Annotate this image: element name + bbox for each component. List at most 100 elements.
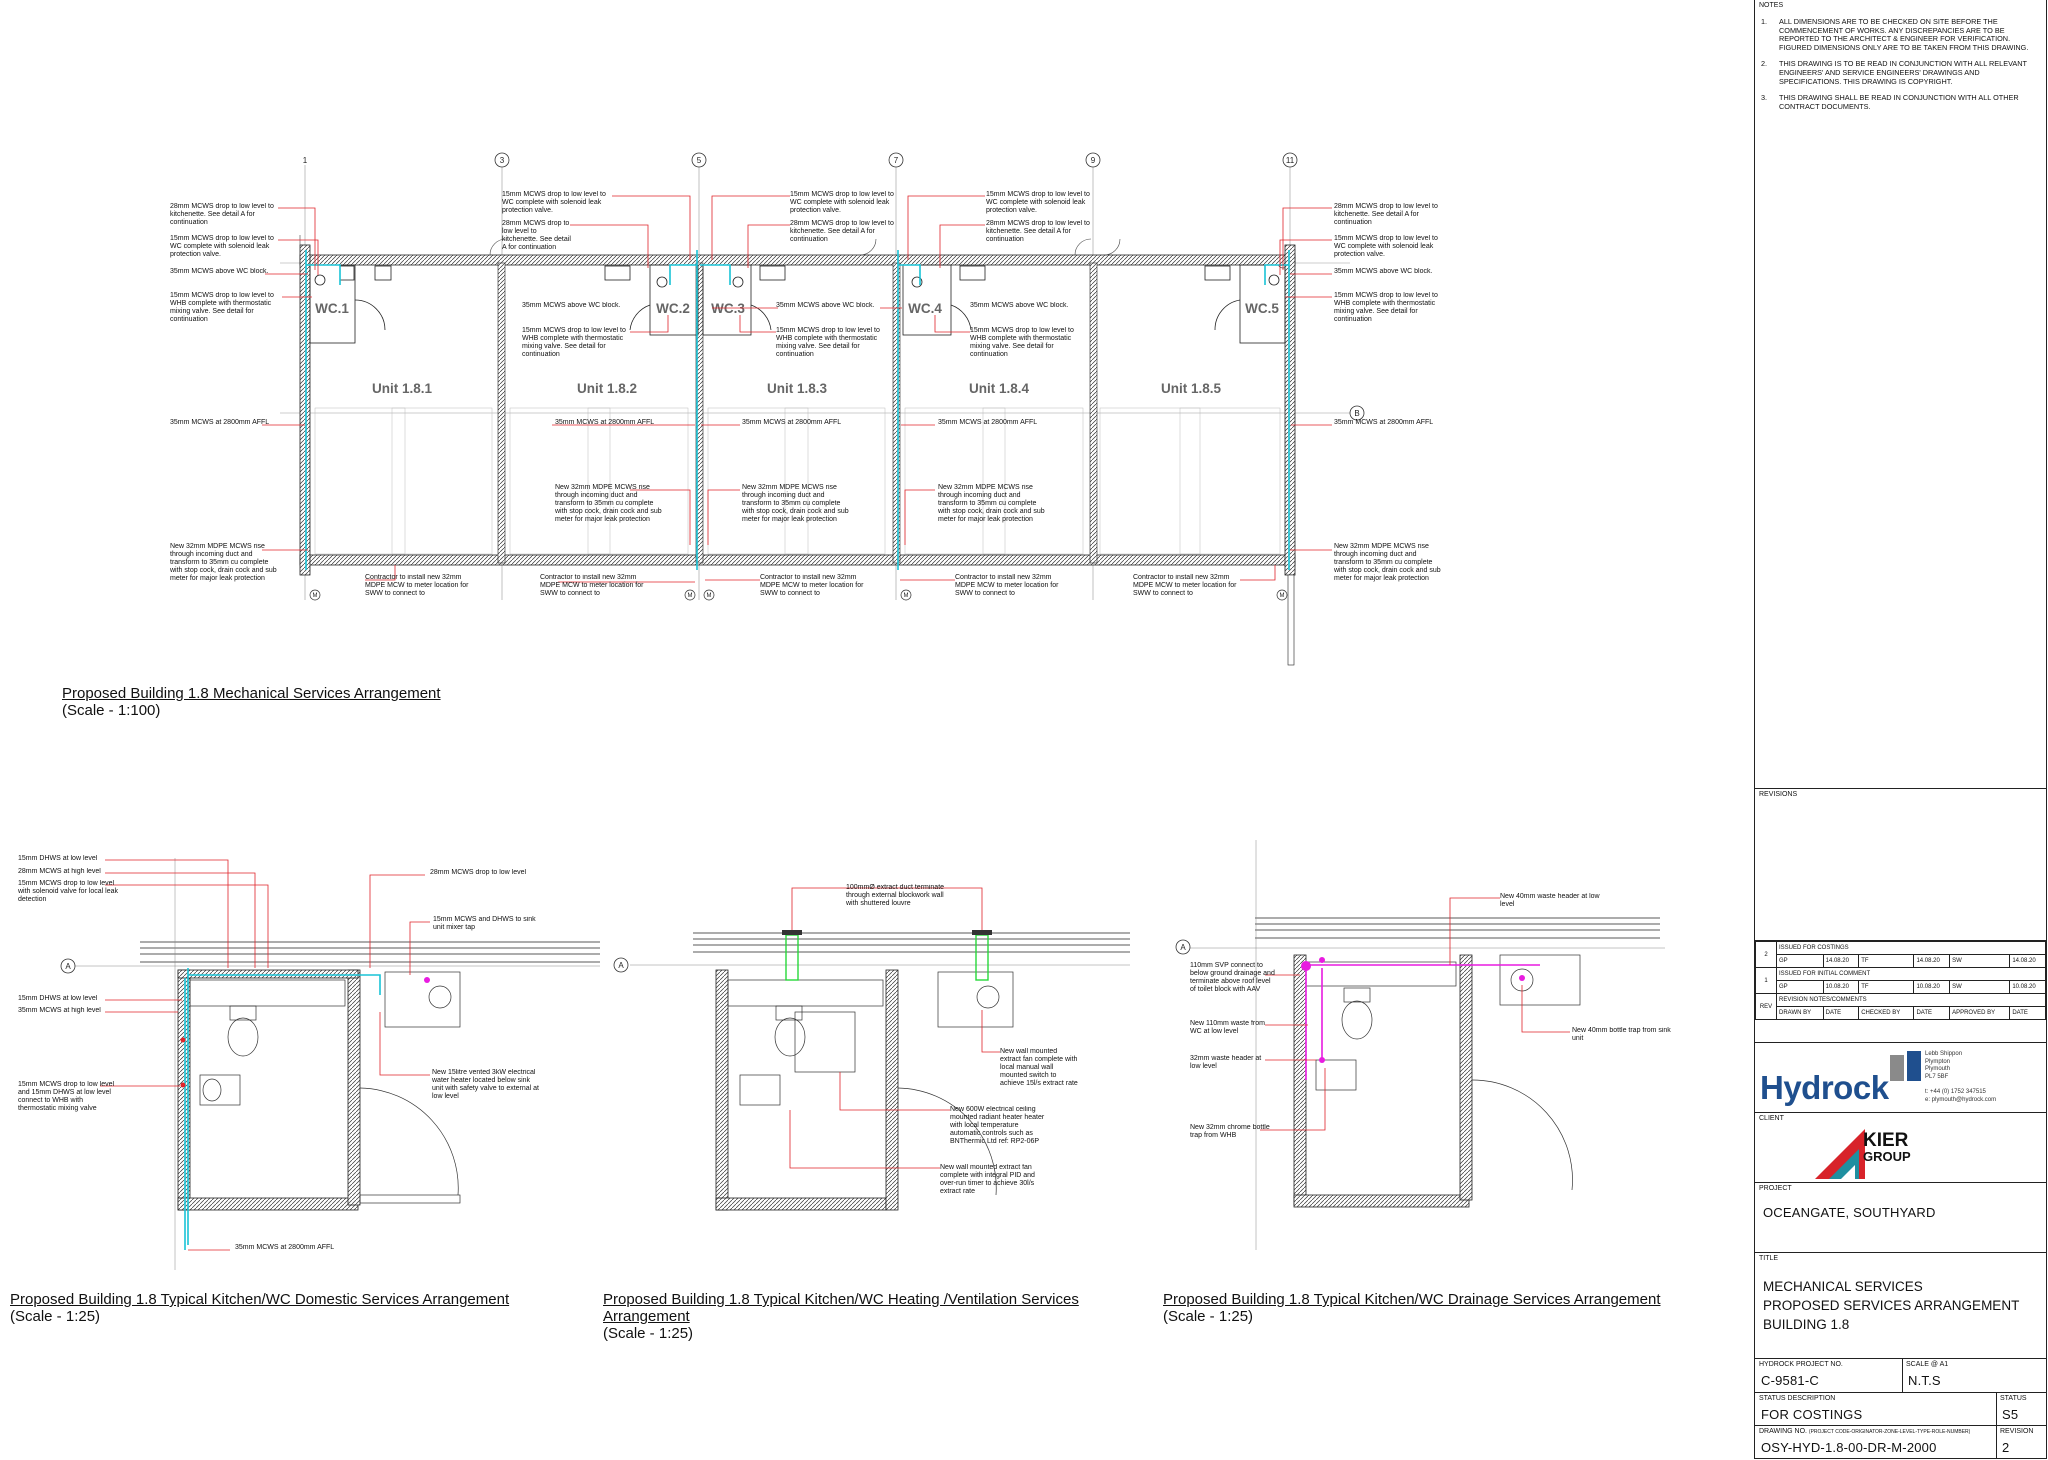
table-row: DRAWN BY DATE CHECKED BY DATE APPROVED B…	[1756, 1006, 2046, 1020]
plan-note-15-wc-3: 15mm MCWS drop to low level to WC comple…	[790, 191, 894, 214]
plan-wc-pods	[309, 264, 1286, 344]
divider	[1996, 1393, 1997, 1426]
rev-approved: SW	[1949, 954, 2011, 968]
note-text: THIS DRAWING IS TO BE READ IN CONJUNCTIO…	[1779, 59, 2027, 86]
note-num: 3.	[1761, 93, 1768, 103]
client-label: CLIENT	[1759, 1115, 1784, 1122]
detail-drainage: A New 40mm waste header at low level 110…	[1175, 840, 1671, 1250]
divider	[1996, 1426, 1997, 1459]
plan-note-affl-3: 35mm MCWS at 2800mm AFFL	[742, 419, 842, 426]
detail-heating: A 100mmØ extract duct terminate through …	[613, 884, 1130, 1211]
plan-note-contractor-2: Contractor to install new 32mm MDPE MCW …	[540, 574, 644, 597]
title-label: TITLE	[1759, 1255, 1779, 1262]
hydrock-mark-icon-2	[1907, 1051, 1921, 1081]
status-value: S5	[2002, 1407, 2019, 1422]
title-line: PROPOSED SERVICES ARRANGEMENT	[1763, 1298, 2020, 1313]
rev-checked: TF	[1858, 954, 1915, 968]
project-label: PROJECT	[1759, 1185, 1792, 1192]
plan-note-affl-4: 35mm MCWS at 2800mm AFFL	[938, 419, 1038, 426]
consultant-address: Lebb Shippon Plympton Plymouth PL7 5BF t…	[1925, 1051, 1996, 1104]
plan-note-affl-2: 35mm MCWS at 2800mm AFFL	[555, 419, 655, 426]
kier-logo-icon	[1815, 1129, 1865, 1179]
plan-doors	[299, 235, 1121, 256]
grid-label-1: 1	[303, 156, 308, 165]
plan-caption-title: Proposed Building 1.8 Mechanical Service…	[62, 685, 441, 702]
unit-label-1: Unit 1.8.1	[372, 381, 433, 396]
kier-logo-line1: KIER	[1863, 1130, 1909, 1151]
plan-caption-scale: (Scale - 1:100)	[62, 702, 161, 719]
main-plan: 1 3 5 7 9 11 A B	[170, 152, 1441, 666]
plan-note-28-kitchen-2: 28mm MCWS drop to low level to kitchenet…	[502, 220, 571, 251]
status-section: STATUS DESCRIPTION FOR COSTINGS STATUS S…	[1755, 1392, 2046, 1426]
plan-note-15-whb-3: 15mm MCWS drop to low level to WHB compl…	[776, 327, 880, 358]
meter-mark-2: M	[688, 593, 693, 599]
unit-label-5: Unit 1.8.5	[1161, 381, 1222, 396]
plan-caption: Proposed Building 1.8 Mechanical Service…	[62, 685, 441, 719]
revisions-table-section: 2 ISSUED FOR COSTINGS GP 14.08.20 TF 14.…	[1755, 940, 2046, 1042]
drainage-note-waste-110: New 110mm waste from WC at low level	[1190, 1020, 1265, 1035]
plan-cold-water-pipes	[305, 250, 1290, 570]
grid-label-7: 7	[894, 156, 899, 165]
kier-logo-text: KIER GROUP	[1863, 1130, 1911, 1165]
drainage-caption-scale: (Scale - 1:25)	[1163, 1308, 1254, 1325]
drawing-no-hint: (PROJECT CODE-ORIGINATOR-ZONE-LEVEL-TYPE…	[1808, 1429, 1971, 1435]
heating-caption-scale: (Scale - 1:25)	[603, 1325, 694, 1342]
consultant-email: e: plymouth@hydrock.com	[1925, 1096, 1997, 1103]
rev-checked: TF	[1858, 980, 1915, 994]
rev-date: 10.08.20	[1913, 980, 1951, 994]
domestic-caption: Proposed Building 1.8 Typical Kitchen/WC…	[10, 1291, 509, 1325]
rev-drawn: GP	[1776, 954, 1824, 968]
rev-number: 2	[1755, 941, 1777, 968]
address-line: PL7 5BF	[1925, 1073, 1949, 1080]
consultant-phone: t: +44 (0) 1752 347515	[1925, 1089, 1986, 1095]
address-line: Lebb Shippon	[1925, 1051, 1963, 1057]
plan-note-rise-3: New 32mm MDPE MCWS rise through incoming…	[742, 484, 849, 523]
note-item: 3.THIS DRAWING SHALL BE READ IN CONJUNCT…	[1761, 93, 2039, 111]
table-row: REV REVISION NOTES/COMMENTS	[1755, 993, 2046, 1020]
revision-value: 2	[2002, 1440, 2010, 1455]
heating-note-heater: New 600W electrical ceiling mounted radi…	[950, 1106, 1045, 1145]
plan-interior	[314, 407, 1281, 555]
consultant-section: Hydrock Lebb Shippon Plympton Plymouth P…	[1755, 1042, 2046, 1112]
title-section: TITLE MECHANICAL SERVICES PROPOSED SERVI…	[1755, 1252, 2046, 1358]
heating-note-duct: 100mmØ extract duct terminate through ex…	[846, 884, 945, 907]
plan-note-15-whb-1: 15mm MCWS drop to low level to WHB compl…	[170, 292, 274, 323]
plan-note-15-wc-4: 15mm MCWS drop to low level to WC comple…	[986, 191, 1090, 214]
title-line: MECHANICAL SERVICES	[1763, 1279, 1923, 1294]
domestic-note-dhws-2: 15mm DHWS at low level	[18, 995, 98, 1002]
drainage-caption: Proposed Building 1.8 Typical Kitchen/WC…	[1163, 1291, 1660, 1325]
plan-note-contractor-1: Contractor to install new 32mm MDPE MCW …	[365, 574, 469, 597]
notes-heading: NOTES	[1759, 2, 1784, 9]
rev-header-date: DATE	[2009, 1006, 2046, 1020]
drainage-note-chrome: New 32mm chrome bottle trap from WHB	[1190, 1124, 1270, 1139]
plan-note-28-kitchen-4: 28mm MCWS drop to low level to kitchenet…	[986, 220, 1090, 243]
notes-list: 1.ALL DIMENSIONS ARE TO BE CHECKED ON SI…	[1761, 17, 2039, 119]
heating-note-fan-wc: New wall mounted extract fan complete wi…	[940, 1164, 1035, 1195]
plan-note-rise-5: New 32mm MDPE MCWS rise through incoming…	[1334, 543, 1441, 582]
rev-date: 14.08.20	[1913, 954, 1951, 968]
rev-drawn: GP	[1776, 980, 1824, 994]
project-no-label: HYDROCK PROJECT NO.	[1759, 1361, 1843, 1368]
grid-label-3: 3	[500, 156, 505, 165]
plan-note-contractor-3: Contractor to install new 32mm MDPE MCW …	[760, 574, 864, 597]
heating-caption: Proposed Building 1.8 Typical Kitchen/WC…	[603, 1291, 1083, 1342]
wc-label-3: WC.3	[711, 301, 745, 316]
address-line: Plympton	[1925, 1058, 1951, 1065]
meter-mark-5: M	[1280, 593, 1285, 599]
rev-header-date: DATE	[1913, 1006, 1951, 1020]
heating-caption-title: Proposed Building 1.8 Typical Kitchen/WC…	[603, 1291, 1079, 1325]
grid-row-b: B	[1354, 409, 1359, 418]
drawing-sheet: 1 3 5 7 9 11 A B	[18, 152, 1671, 1270]
heating-grid-a: A	[618, 961, 624, 970]
rev-date: 14.08.20	[1822, 954, 1860, 968]
drainage-note-bottle-40: New 40mm bottle trap from sink unit	[1572, 1027, 1671, 1042]
note-num: 2.	[1761, 59, 1768, 69]
scale-value: N.T.S	[1908, 1373, 1941, 1388]
drainage-caption-title: Proposed Building 1.8 Typical Kitchen/WC…	[1163, 1291, 1661, 1308]
domestic-note-mcws-high: 28mm MCWS at high level	[18, 868, 101, 875]
wc-label-4: WC.4	[908, 301, 942, 316]
project-no-section: HYDROCK PROJECT NO. C-9581-C SCALE @ A1 …	[1755, 1358, 2046, 1392]
domestic-note-affl: 35mm MCWS at 2800mm AFFL	[235, 1244, 335, 1251]
drainage-grid-a: A	[1180, 943, 1186, 952]
heating-note-fan-kitchen: New wall mounted extract fan complete wi…	[1000, 1048, 1078, 1087]
